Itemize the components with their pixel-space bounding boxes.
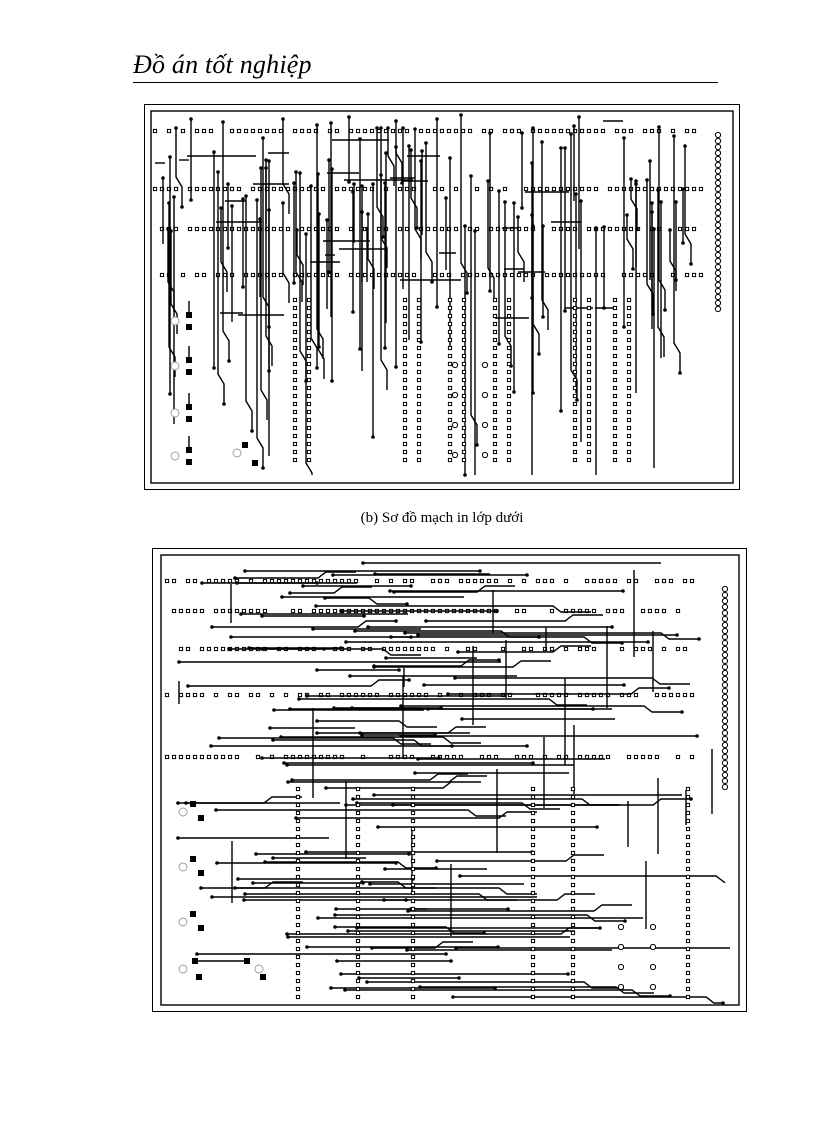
figure-caption: (b) Sơ đồ mạch in lớp dưới [360, 510, 524, 526]
pcb-top-layer-icon [150, 110, 734, 484]
pcb-bottom-layer-icon [160, 554, 740, 1006]
pcb-top-layer-figure [144, 104, 740, 490]
running-header-text: Đồ án tốt nghiệp [133, 50, 312, 79]
running-header: Đồ án tốt nghiệp [133, 48, 718, 83]
pcb-bottom-layer-figure [152, 548, 747, 1012]
